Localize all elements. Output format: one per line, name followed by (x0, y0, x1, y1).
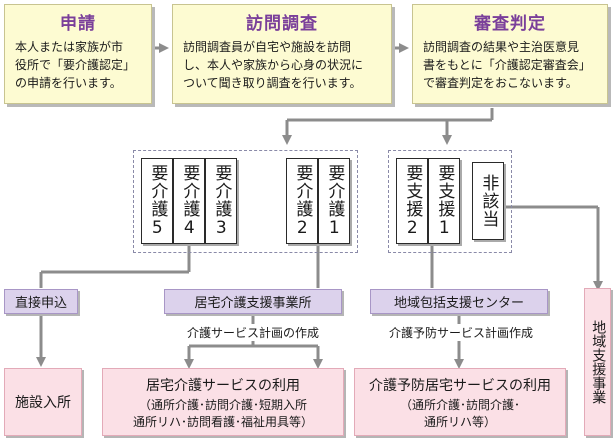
org-direct-apply: 直接申込 (4, 289, 78, 314)
care-level-group (133, 150, 358, 253)
service-prevent-home-care: 介護予防居宅サービスの利用 （通所介護･訪問介護･ 通所リハ等） (354, 368, 566, 436)
step-title: 訪問調査 (246, 14, 318, 34)
service-facility: 施設入所 (4, 368, 82, 436)
step-desc: 訪問調査員が自宅や施設を訪問 し、本人や家族から心身の状況に ついて聞き取り調査… (183, 40, 364, 90)
org-community-support-project: 地域支援事業 (584, 288, 611, 436)
level-kaigo-5: 要介護5 (141, 158, 173, 244)
step-application: 申請 本人または家族が市 役所で「要介護認定」 の申請を行います。 (4, 4, 152, 104)
level-shien-1: 要支援1 (428, 158, 460, 244)
step-title: 申請 (60, 14, 96, 34)
level-kaigo-3: 要介護3 (205, 158, 237, 244)
step-title: 審査判定 (474, 14, 546, 34)
level-kaigo-4: 要介護4 (173, 158, 205, 244)
org-care-support-office: 居宅介護支援事業所 (164, 289, 342, 314)
level-higaitou: 非該当 (472, 162, 504, 240)
plan-care-label: 介護サービス計画の作成 (168, 324, 338, 341)
service-home-care: 居宅介護サービスの利用 （通所介護･訪問介護･短期入所 通所リハ･訪問看護･福祉… (102, 368, 344, 436)
level-kaigo-2: 要介護2 (286, 158, 318, 244)
level-kaigo-1: 要介護1 (318, 158, 350, 244)
step-visit-survey: 訪問調査 訪問調査員が自宅や施設を訪問 し、本人や家族から心身の状況に ついて聞… (172, 4, 392, 104)
support-level-group (388, 150, 512, 253)
plan-prevent-label: 介護予防サービス計画作成 (376, 324, 546, 341)
step-desc: 訪問調査の結果や主治医意見 書をもとに「介護認定審査会」 で審査判定をおこないま… (423, 40, 591, 90)
step-judgement: 審査判定 訪問調査の結果や主治医意見 書をもとに「介護認定審査会」 で審査判定を… (412, 4, 608, 104)
level-shien-2: 要支援2 (396, 158, 428, 244)
org-community-center: 地域包括支援センター (370, 289, 548, 314)
step-desc: 本人または家族が市 役所で「要介護認定」 の申請を行います。 (15, 40, 136, 90)
